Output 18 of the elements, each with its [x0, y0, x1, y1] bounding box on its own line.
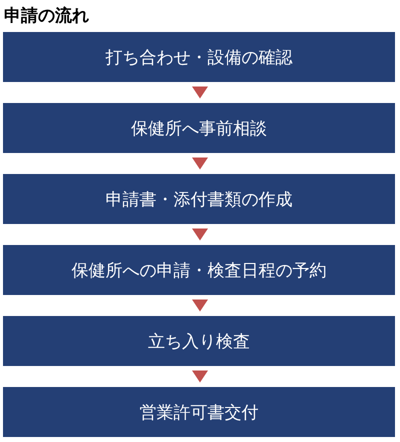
arrow	[192, 228, 208, 240]
process-box	[3, 387, 395, 437]
process-box	[3, 32, 395, 82]
process-box	[3, 174, 395, 224]
process-box	[3, 316, 395, 366]
box-label: 立ち入り検査	[148, 330, 250, 352]
arrow	[192, 370, 208, 382]
process-box	[3, 103, 395, 153]
box-label: 保健所へ事前相談	[131, 118, 267, 140]
box-label: 打ち合わせ・設備の確認	[106, 46, 292, 68]
box-label: 営業許可書交付	[140, 402, 258, 424]
arrow	[192, 300, 208, 312]
title: 申請の流れ	[4, 5, 89, 27]
arrow	[192, 86, 208, 98]
box-label: 保健所への申請・検査日程の予約	[72, 260, 326, 282]
process-box	[3, 245, 395, 295]
box-label: 申請書・添付書類の作成	[106, 188, 292, 210]
arrow	[192, 158, 208, 170]
